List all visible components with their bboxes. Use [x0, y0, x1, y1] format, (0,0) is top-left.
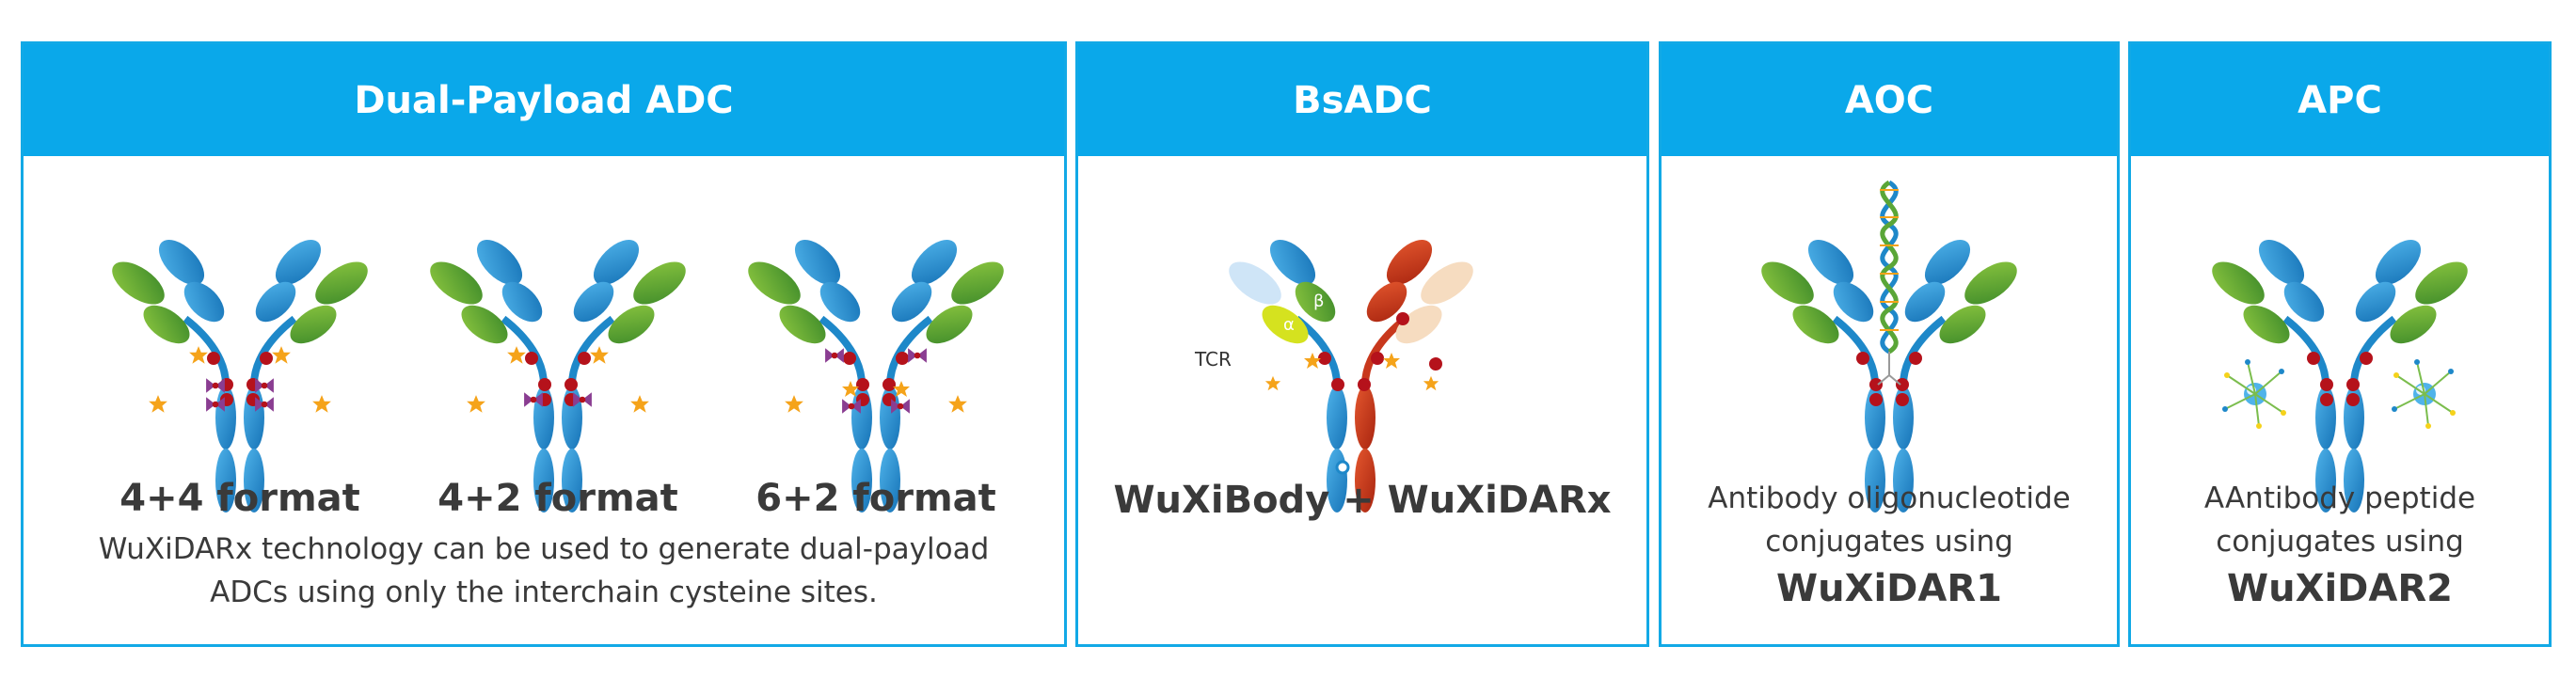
- aoc-description: Antibody oligonucleotide conjugates usin…: [1662, 477, 2117, 563]
- aoc-illustration: [1662, 180, 2117, 516]
- panel-dual-payload-adc: Dual-Payload ADC 4+4 format 4+2 format 6…: [21, 41, 1067, 647]
- description-line-1: WuXiDARx technology can be used to gener…: [98, 532, 990, 566]
- description-line-2: ADCs using only the interchain cysteine …: [210, 576, 878, 609]
- panel-title: AOC: [1662, 44, 2117, 156]
- aoc-line-1: Antibody oligonucleotide: [1708, 481, 2071, 515]
- oligonucleotide-helix: [1877, 180, 1901, 386]
- panel-title: BsADC: [1078, 44, 1646, 156]
- antibody-6-2-format: [741, 231, 1011, 513]
- tcr-alpha-label: α: [1283, 315, 1295, 335]
- apc-description: AAntibody peptide conjugates using: [2131, 477, 2549, 563]
- tcr-beta-label: β: [1313, 292, 1325, 311]
- panel-title: Dual-Payload ADC: [24, 44, 1064, 156]
- bsadc-illustration: β α TCR: [1194, 239, 1473, 513]
- antibody-4-2-format: [423, 231, 693, 513]
- format-label-4-4: 4+4 format: [119, 477, 360, 520]
- antibody-4-4-format: [105, 231, 375, 513]
- apc-technology: WuXiDAR2: [2227, 567, 2453, 610]
- format-label-6-2: 6+2 format: [755, 477, 996, 520]
- dual-payload-illustration: [24, 159, 1064, 516]
- apc-line-1: AAntibody peptide: [2203, 481, 2476, 515]
- apc-line-2: conjugates using: [2216, 525, 2464, 559]
- panel-bsadc: BsADC β α TCR: [1075, 41, 1649, 647]
- panel-title: APC: [2131, 44, 2549, 156]
- format-label-4-2: 4+2 format: [437, 477, 678, 520]
- aoc-line-2: conjugates using: [1765, 525, 2013, 559]
- aoc-technology: WuXiDAR1: [1776, 567, 2002, 610]
- dual-payload-description: WuXiDARx technology can be used to gener…: [24, 528, 1064, 614]
- tcr-label: TCR: [1194, 348, 1232, 371]
- panel-aoc: AOC Antibody oligonucleotide conjugates …: [1659, 41, 2120, 647]
- bsadc-caption: WuXiBody + WuXiDARx: [1113, 479, 1612, 522]
- apc-illustration: [2131, 159, 2549, 516]
- panel-apc: APC AAntibody peptide conjugates using W…: [2128, 41, 2552, 647]
